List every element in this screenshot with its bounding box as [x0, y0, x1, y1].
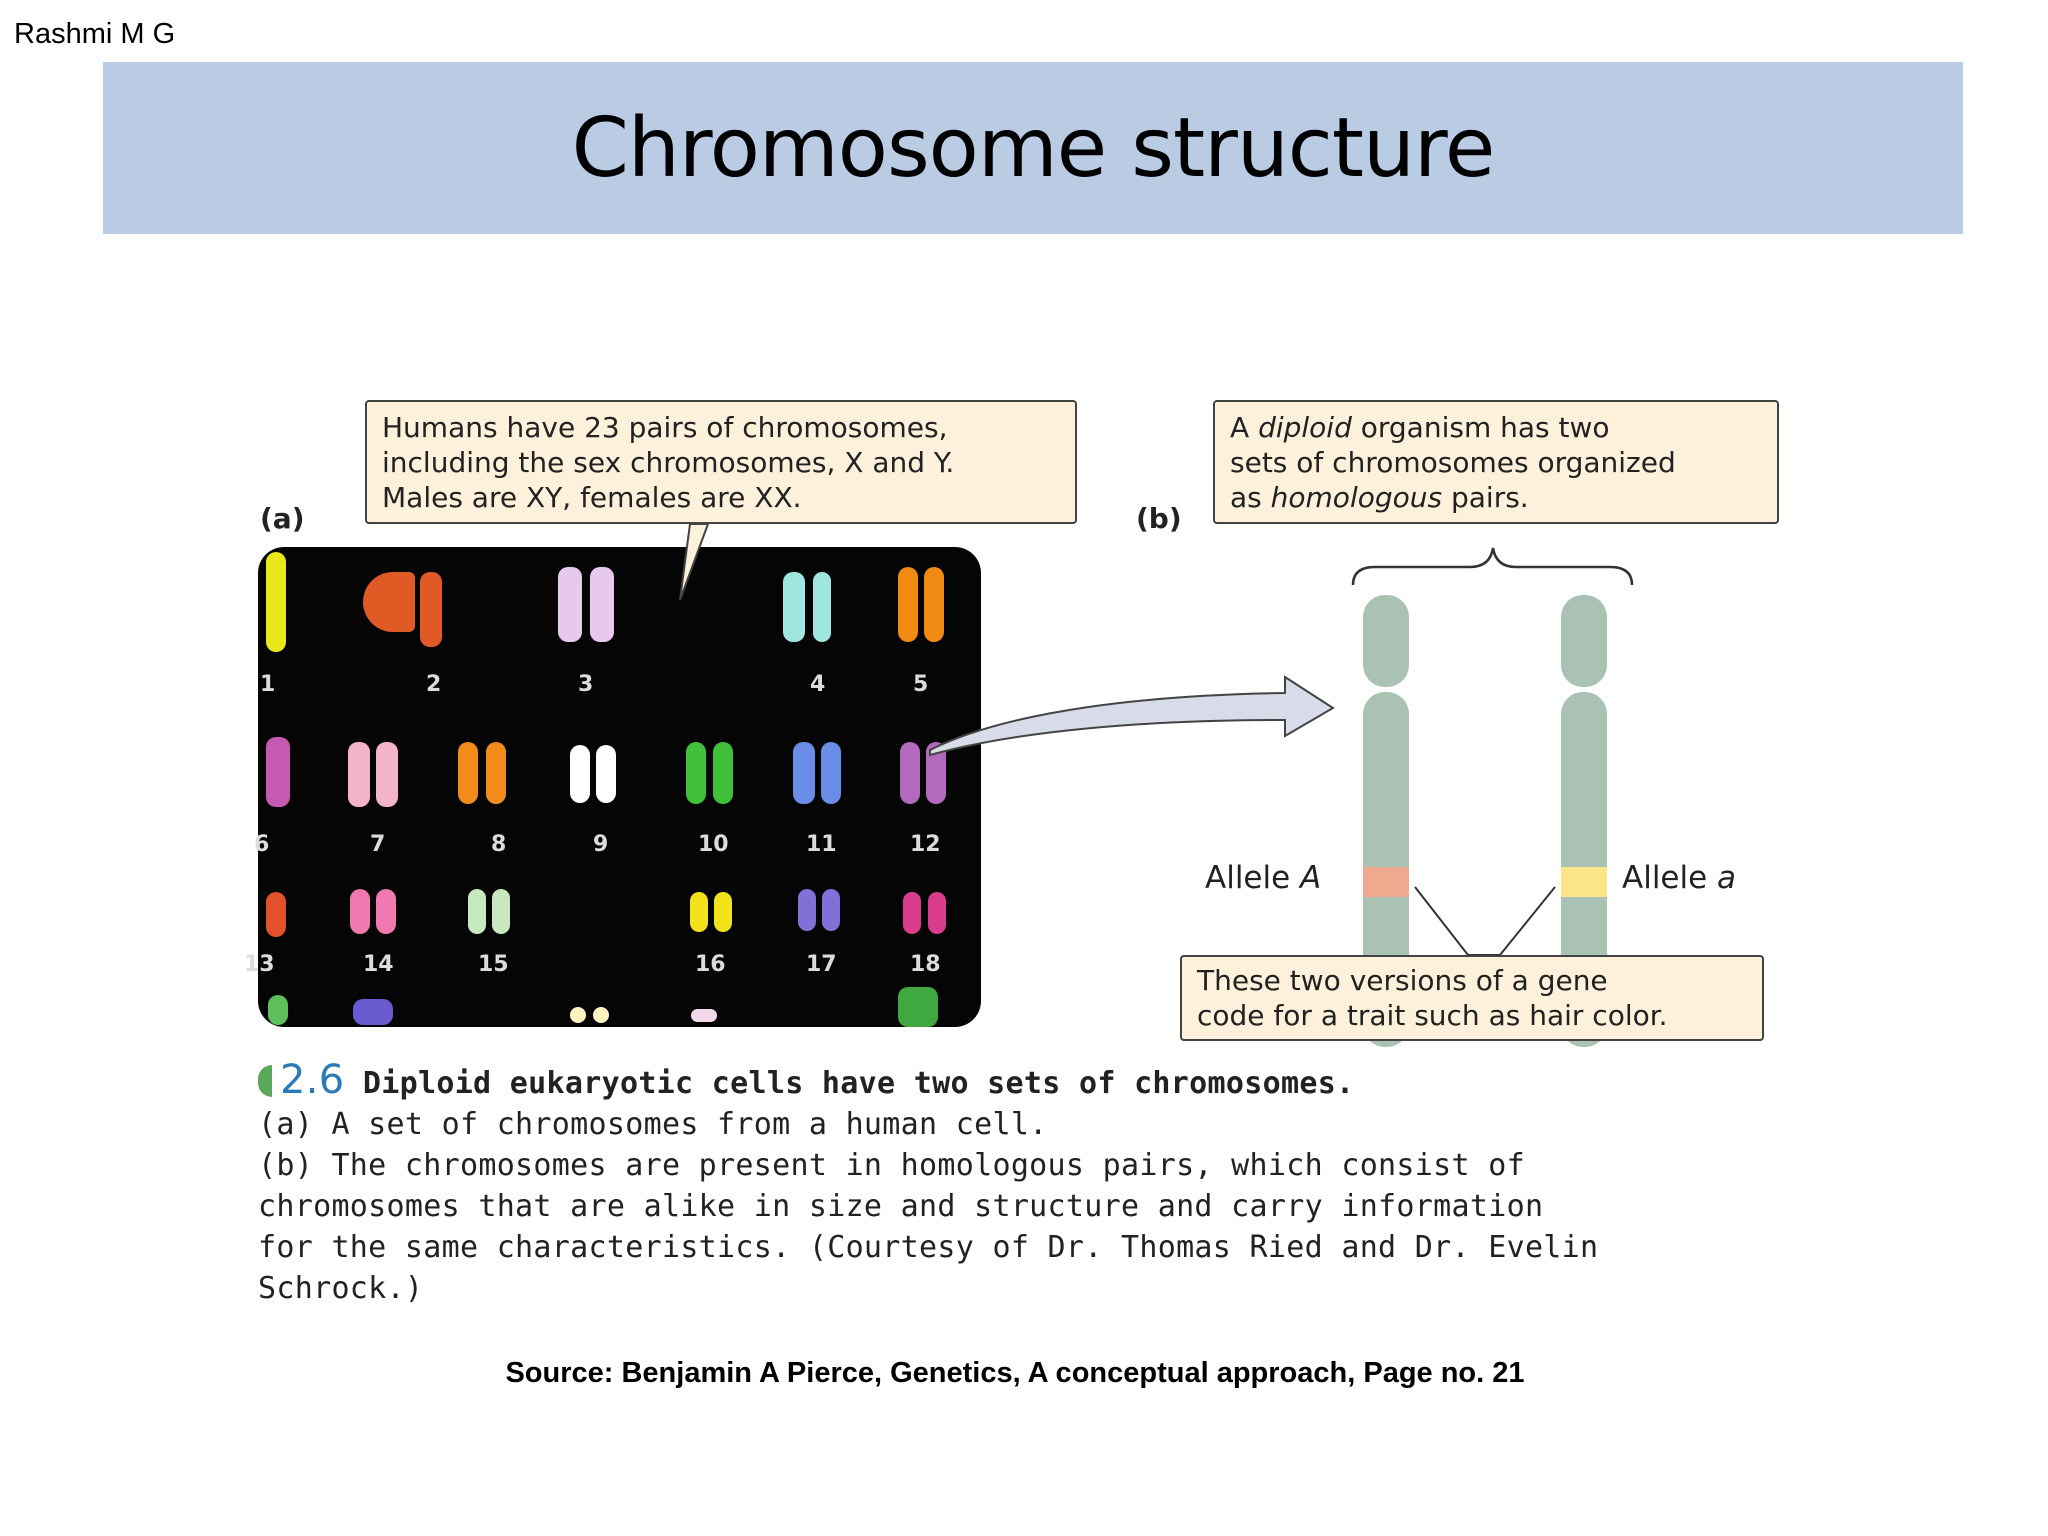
gene-callout-pointer-left: [1414, 886, 1500, 956]
caption-line-b4: Schrock.): [258, 1271, 424, 1306]
callout-diploid-line-3: as homologous pairs.: [1230, 481, 1529, 514]
callout-gene-line-1: These two versions of a gene: [1197, 964, 1608, 997]
chromosome-18b: [928, 892, 946, 934]
caption-line-b2: chromosomes that are alike in size and s…: [258, 1189, 1544, 1224]
chromosome-11b: [821, 742, 841, 804]
callout-diploid-line-1: A diploid organism has two: [1230, 411, 1610, 444]
chr-number-3: 3: [578, 672, 594, 697]
panel-label-b: (b): [1136, 502, 1182, 535]
chr-number-12: 12: [910, 832, 941, 857]
chr-number-1: 1: [260, 672, 276, 697]
chromosome-2: [363, 572, 415, 632]
chromosome-15b: [492, 889, 510, 934]
homolog-left-top-arm: [1363, 595, 1409, 687]
allele-a-upper-band: [1363, 867, 1409, 897]
callout-humans-line-1: Humans have 23 pairs of chromosomes,: [382, 411, 948, 444]
chromosome-x: [898, 987, 938, 1027]
chr-number-4: 4: [810, 672, 826, 697]
chromosome-9: [570, 745, 590, 803]
chr-number-9: 9: [593, 832, 609, 857]
callout-humans-line-3: Males are XY, females are XX.: [382, 481, 802, 514]
chr-number-7: 7: [370, 832, 386, 857]
chromosome-21: [570, 1007, 586, 1023]
chromosome-8: [458, 742, 478, 804]
figure-caption: 2.6 Diploid eukaryotic cells have two se…: [258, 1060, 1758, 1309]
karyotype-image: 1 2 3 4 5 6 7 8 9 10 11 12 13 14 15 16 1…: [244, 547, 981, 1027]
chr-number-15: 15: [478, 952, 509, 977]
chromosome-1: [266, 552, 286, 652]
allele-label-lower: Allele a: [1622, 860, 1737, 896]
chromosome-12: [900, 742, 920, 804]
allele-a-lower-band: [1561, 867, 1607, 897]
source-citation: Source: Benjamin A Pierce, Genetics, A c…: [505, 1357, 1525, 1389]
allele-label-upper: Allele A: [1205, 860, 1322, 896]
chr-number-8: 8: [491, 832, 507, 857]
callout-gene: These two versions of a gene code for a …: [1180, 955, 1764, 1041]
panel-label-a: (a): [260, 502, 305, 535]
homolog-right-top-arm: [1561, 595, 1607, 687]
chromosome-14: [350, 889, 370, 934]
chromosome-16b: [714, 892, 732, 932]
caption-line-a: (a) A set of chromosomes from a human ce…: [258, 1107, 1048, 1142]
chromosome-5b: [924, 567, 944, 642]
caption-heading: Diploid eukaryotic cells have two sets o…: [362, 1066, 1355, 1101]
chromosome-18: [903, 892, 921, 934]
callout-humans-line-2: including the sex chromosomes, X and Y.: [382, 446, 955, 479]
slide-title: Chromosome structure: [571, 100, 1496, 196]
chr-number-14: 14: [363, 952, 394, 977]
callout-humans-pointer: [679, 523, 710, 601]
chromosome-8b: [486, 742, 506, 804]
chromosome-4b: [813, 572, 831, 642]
callout-diploid: A diploid organism has two sets of chrom…: [1213, 400, 1779, 524]
chr-number-13: 13: [244, 952, 275, 977]
chromosome-12b: [926, 742, 946, 804]
figure-number: 2.6: [280, 1057, 345, 1103]
chromosome-16: [690, 892, 708, 932]
chromosome-figure: Humans have 23 pairs of chromosomes, inc…: [244, 390, 1790, 1320]
chromosome-22: [691, 1009, 717, 1022]
chromosome-15: [468, 889, 486, 934]
caption-line-b3: for the same characteristics. (Courtesy …: [258, 1230, 1599, 1265]
caption-heading-line: 2.6 Diploid eukaryotic cells have two se…: [258, 1060, 1758, 1104]
chromosome-7: [348, 742, 370, 807]
chromosome-11: [793, 742, 815, 804]
title-banner: Chromosome structure: [103, 62, 1963, 234]
author-name: Rashmi M G: [14, 18, 176, 50]
chromosome-9b: [596, 745, 616, 803]
caption-line-b1: (b) The chromosomes are present in homol…: [258, 1148, 1525, 1183]
chromosome-20: [353, 999, 393, 1025]
callout-diploid-line-2: sets of chromosomes organized: [1230, 446, 1676, 479]
figure-marker-icon: [258, 1065, 272, 1097]
chromosome-6: [266, 737, 290, 807]
chromosome-4: [783, 572, 805, 642]
chromosome-17b: [822, 889, 840, 931]
pointer-arrow-icon: [929, 675, 1335, 757]
chr-number-5: 5: [913, 672, 929, 697]
chromosome-21b: [593, 1007, 609, 1023]
chr-number-18: 18: [910, 952, 941, 977]
chromosome-17: [798, 889, 816, 931]
chromosome-2b: [420, 572, 442, 647]
chr-number-16: 16: [695, 952, 726, 977]
callout-gene-line-2: code for a trait such as hair color.: [1197, 999, 1668, 1032]
chr-number-17: 17: [806, 952, 837, 977]
gene-callout-pointer-right: [1499, 886, 1556, 956]
chr-number-6: 6: [254, 832, 270, 857]
chromosome-3b: [590, 567, 614, 642]
chromosome-19: [268, 995, 288, 1025]
chromosome-14b: [376, 889, 396, 934]
chromosome-10b: [713, 742, 733, 804]
chromosome-10: [686, 742, 706, 804]
callout-humans: Humans have 23 pairs of chromosomes, inc…: [365, 400, 1077, 524]
chr-number-2: 2: [426, 672, 442, 697]
chromosome-3: [558, 567, 582, 642]
chromosome-13: [266, 892, 286, 937]
brace-icon: [1351, 547, 1634, 586]
chr-number-11: 11: [806, 832, 837, 857]
chr-number-10: 10: [698, 832, 729, 857]
chromosome-7b: [376, 742, 398, 807]
chromosome-5: [898, 567, 918, 642]
